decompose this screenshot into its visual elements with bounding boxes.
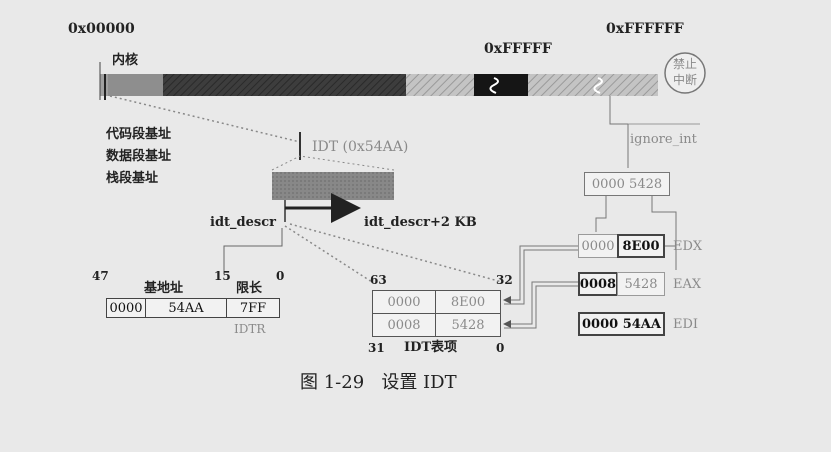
edx-high: 0000 [578, 234, 618, 258]
data-segment-label: 数据段基址 [106, 149, 172, 164]
entry-r2c2: 5428 [435, 313, 501, 337]
idtr-bit-15: 15 [214, 269, 231, 283]
entry-bit-32: 32 [496, 273, 513, 287]
idtr-base-label: 基地址 [144, 281, 184, 296]
entry-bit-63: 63 [370, 273, 387, 287]
entry-r1c2: 8E00 [435, 290, 501, 314]
idtr-cell-high: 0000 [106, 298, 146, 318]
kernel-label: 内核 [112, 53, 139, 68]
idtr-cell-limit: 7FF [226, 298, 280, 318]
stack-segment-label: 栈段基址 [106, 171, 159, 186]
start-address-label: 0x00000 [68, 21, 135, 37]
idt-label: IDT (0x54AA) [312, 139, 409, 155]
idtr-limit-label: 限长 [236, 281, 263, 296]
entry-r1c1: 0000 [372, 290, 436, 314]
entry-name: IDT表项 [404, 340, 458, 355]
idt-table-block [272, 172, 394, 200]
badge-line-2: 中断 [673, 73, 698, 87]
edx-low: 8E00 [617, 234, 665, 258]
eax-high: 0008 [578, 272, 618, 296]
eax-label: EAX [673, 277, 702, 292]
eax-low: 5428 [617, 272, 665, 296]
code-segment-label: 代码段基址 [106, 127, 172, 142]
figure-caption: 图 1-29 设置 IDT [300, 372, 457, 393]
ignore-int-label: ignore_int [630, 132, 697, 147]
badge-line-1: 禁止 [673, 57, 698, 71]
mid-address-label: 0xFFFFF [484, 41, 552, 57]
edx-label: EDX [673, 239, 703, 254]
idt-descr-label: idt_descr [210, 215, 276, 230]
idtr-name: IDTR [234, 322, 266, 336]
end-address-label: 0xFFFFFF [606, 21, 684, 37]
entry-bit-31: 31 [368, 341, 385, 355]
idtr-cell-base: 54AA [145, 298, 227, 318]
entry-bit-0: 0 [496, 341, 505, 355]
idtr-bit-47: 47 [92, 269, 109, 283]
interrupt-disabled-badge [664, 52, 706, 94]
edi-label: EDI [673, 317, 699, 332]
entry-r2c1: 0008 [372, 313, 436, 337]
idt-descr-end-label: idt_descr+2 KB [364, 215, 477, 230]
edi-value: 0000 54AA [578, 312, 665, 336]
idtr-bit-0: 0 [276, 269, 285, 283]
ignore-int-value-box: 0000 5428 [584, 172, 670, 196]
memory-bar [99, 62, 658, 100]
